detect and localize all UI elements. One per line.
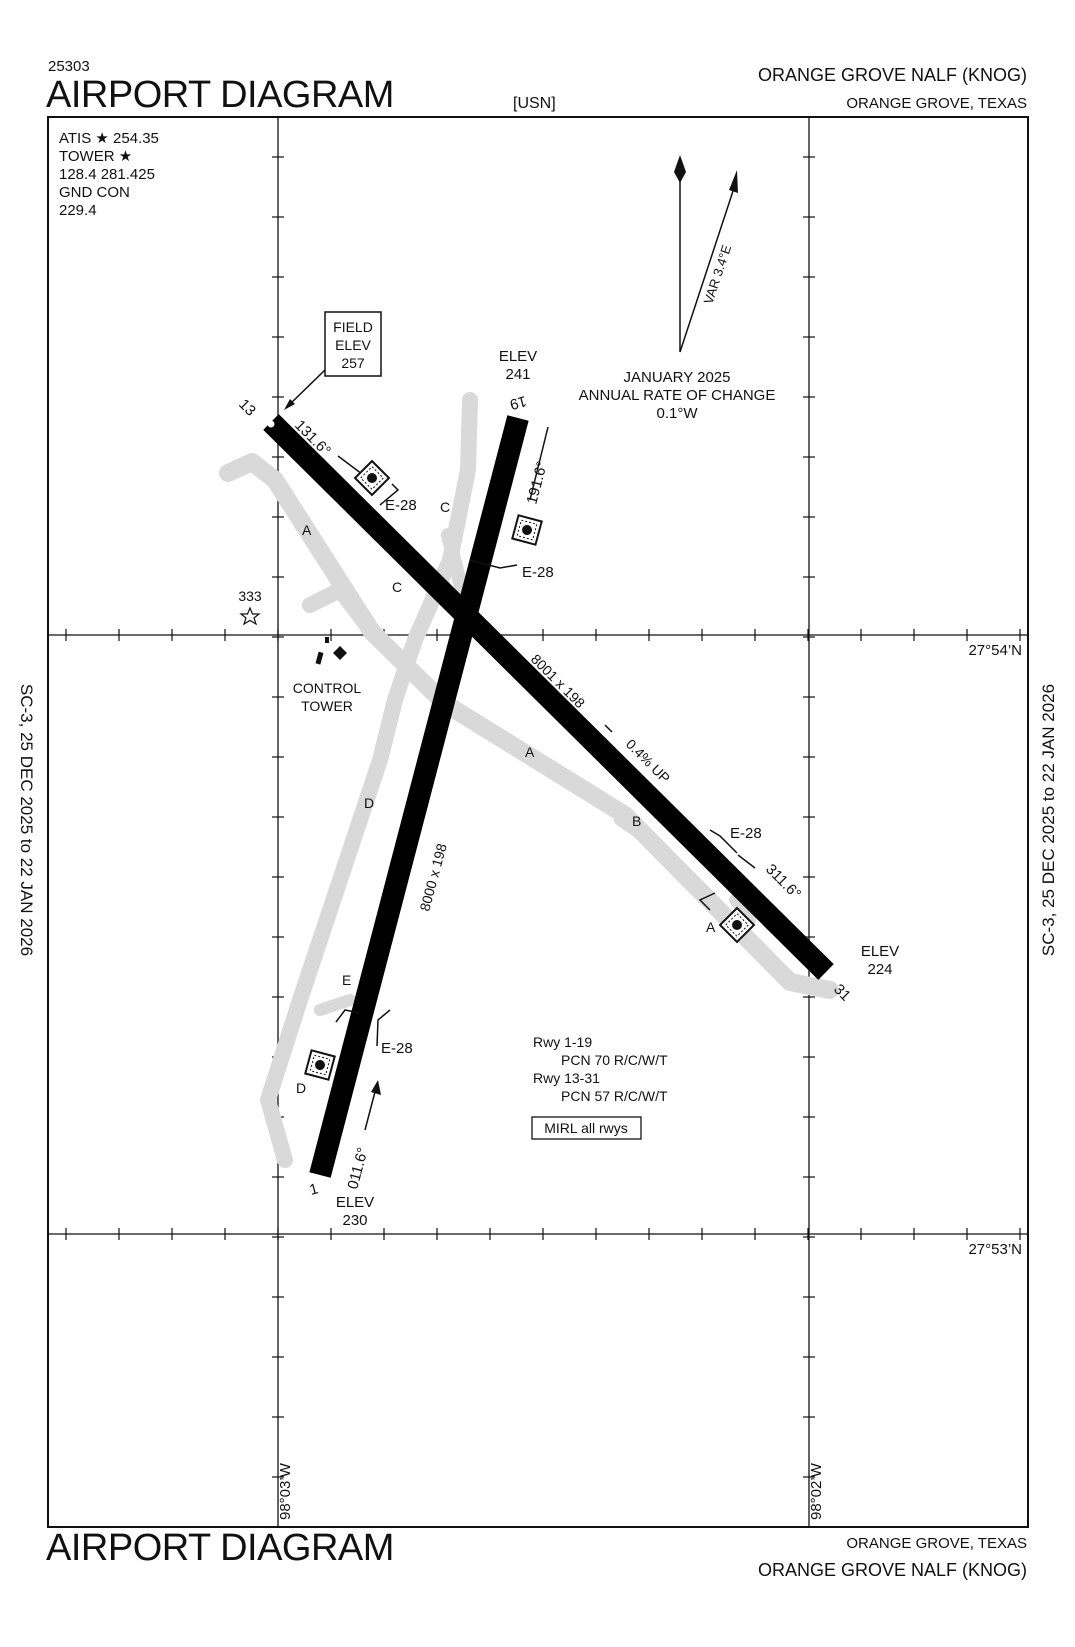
rwy1-heading-arrow xyxy=(364,1087,377,1131)
chart-title: AIRPORT DIAGRAM xyxy=(46,74,394,116)
rwy13-number: 13 xyxy=(235,396,259,420)
rwy31-heading: 311.6° xyxy=(762,861,804,903)
taxiway-label-d2: D xyxy=(296,1080,306,1096)
taxiway-a-stub xyxy=(729,894,756,926)
longitude-98-02: 98°02’W xyxy=(808,1462,825,1520)
taxiway-c-west xyxy=(302,582,380,640)
rwy19-elev-label: ELEV xyxy=(499,348,537,365)
field-elev-arrowhead xyxy=(284,399,295,410)
grid-ticks xyxy=(65,156,1021,1478)
runway-13-threshold-light xyxy=(267,420,275,428)
footer-city-state: ORANGE GROVE, TEXAS xyxy=(846,1535,1027,1552)
footer-airport-name: ORANGE GROVE NALF (KNOG) xyxy=(757,1560,1027,1580)
annual-rate-label: ANNUAL RATE OF CHANGE xyxy=(579,387,776,404)
agency-label: [USN] xyxy=(513,95,556,112)
remark-pcn-1-19: PCN 70 R/C/W/T xyxy=(561,1052,668,1068)
control-tower-icon xyxy=(333,646,347,660)
taxiway-label-a1: A xyxy=(302,522,312,538)
tower-marker-icon xyxy=(325,637,329,643)
rwy1-heading: 011.6° xyxy=(344,1146,371,1191)
footer-title: AIRPORT DIAGRAM xyxy=(46,1527,394,1569)
taxiway-network xyxy=(219,392,839,1168)
taxiway-label-a3: A xyxy=(706,919,716,935)
control-tower-line1: CONTROL xyxy=(293,680,362,696)
taxiway-d xyxy=(260,392,478,1168)
gradient-arrow xyxy=(604,724,613,733)
hold-position-icon xyxy=(304,1049,336,1081)
chart-number: 25303 xyxy=(48,58,90,75)
rwy1-heading-arrowhead xyxy=(371,1080,381,1095)
latitude-27-54: 27°54’N xyxy=(968,642,1022,659)
arresting-gear-icons xyxy=(304,459,756,1081)
rwy19-heading: 191.6° xyxy=(523,460,551,506)
taxiway-c-east xyxy=(441,528,469,597)
lighting-remark-box xyxy=(531,1116,642,1140)
chart-frame xyxy=(47,116,1029,1528)
ground-control-frequency: 229.4 xyxy=(59,202,97,219)
taxiway-label-c2: C xyxy=(392,579,402,595)
arresting-gear-e28-1: E-28 xyxy=(385,497,417,514)
remark-rwy-1-19: Rwy 1-19 xyxy=(533,1034,592,1050)
runway-13-31 xyxy=(263,414,834,980)
rwy31-elev-value: 224 xyxy=(867,961,892,978)
arresting-gear-e28-3: E-28 xyxy=(730,825,762,842)
rwy31-heading-arrow xyxy=(737,854,756,869)
tower-building-icon xyxy=(315,651,324,665)
runway-1-19 xyxy=(309,415,529,1178)
obstacle-height: 333 xyxy=(238,588,262,604)
airport-name: ORANGE GROVE NALF (KNOG) xyxy=(757,65,1027,85)
rwy1-elev-label: ELEV xyxy=(336,1194,374,1211)
taxiway-label-e: E xyxy=(342,972,351,988)
tower-label: TOWER ★ xyxy=(59,148,132,165)
field-elev-value: 257 xyxy=(341,355,365,371)
field-elevation-box xyxy=(324,311,382,377)
rwy31-elev-label: ELEV xyxy=(861,943,899,960)
tower-frequencies: 128.4 281.425 xyxy=(59,166,155,183)
magnetic-north-arrow-icon xyxy=(729,170,738,193)
lat-lon-grid xyxy=(48,117,1028,1527)
control-tower-line2: TOWER xyxy=(301,698,353,714)
field-elev-line2: ELEV xyxy=(335,337,371,353)
obstacle-star-icon xyxy=(239,606,261,626)
atis-frequency: ATIS ★ 254.35 xyxy=(59,130,159,147)
field-elev-line1: FIELD xyxy=(333,319,373,335)
rwy19-heading-arrow xyxy=(529,426,549,501)
annual-rate-value: 0.1°W xyxy=(656,405,698,422)
remark-rwy-13-31: Rwy 13-31 xyxy=(533,1070,600,1086)
field-elev-leader xyxy=(287,369,326,407)
taxiway-label-b: B xyxy=(632,813,641,829)
rwy1-19-dimensions: 8000 x 198 xyxy=(416,842,449,913)
taxiway-e xyxy=(314,994,356,1016)
magnetic-north-line xyxy=(679,184,736,353)
longitude-98-03: 98°03’W xyxy=(277,1462,294,1520)
arresting-gear-e28-2: E-28 xyxy=(522,564,554,581)
rwy1-number: 1 xyxy=(308,1180,320,1199)
taxiway-label-a2: A xyxy=(525,744,535,760)
taxiway-label-c1: C xyxy=(440,499,450,515)
city-state: ORANGE GROVE, TEXAS xyxy=(846,95,1027,112)
rwy19-elev-value: 241 xyxy=(505,366,530,383)
hold-position-icon xyxy=(511,514,543,546)
arresting-gear-e28-4: E-28 xyxy=(381,1040,413,1057)
rwy19-number: 19 xyxy=(508,392,529,413)
taxiway-label-d1: D xyxy=(364,795,374,811)
true-north-arrow-icon xyxy=(674,155,686,183)
taxiway-b xyxy=(614,814,656,846)
hold-position-icon xyxy=(718,906,756,944)
lighting-remark: MIRL all rwys xyxy=(544,1120,628,1136)
ground-control-label: GND CON xyxy=(59,184,130,201)
hold-position-icon xyxy=(353,459,391,497)
latitude-27-53: 27°53’N xyxy=(968,1241,1022,1258)
arresting-gear-arrows xyxy=(335,483,738,1047)
remark-pcn-13-31: PCN 57 R/C/W/T xyxy=(561,1088,668,1104)
variation-epoch: JANUARY 2025 xyxy=(623,369,730,386)
rwy1-elev-value: 230 xyxy=(342,1212,367,1229)
